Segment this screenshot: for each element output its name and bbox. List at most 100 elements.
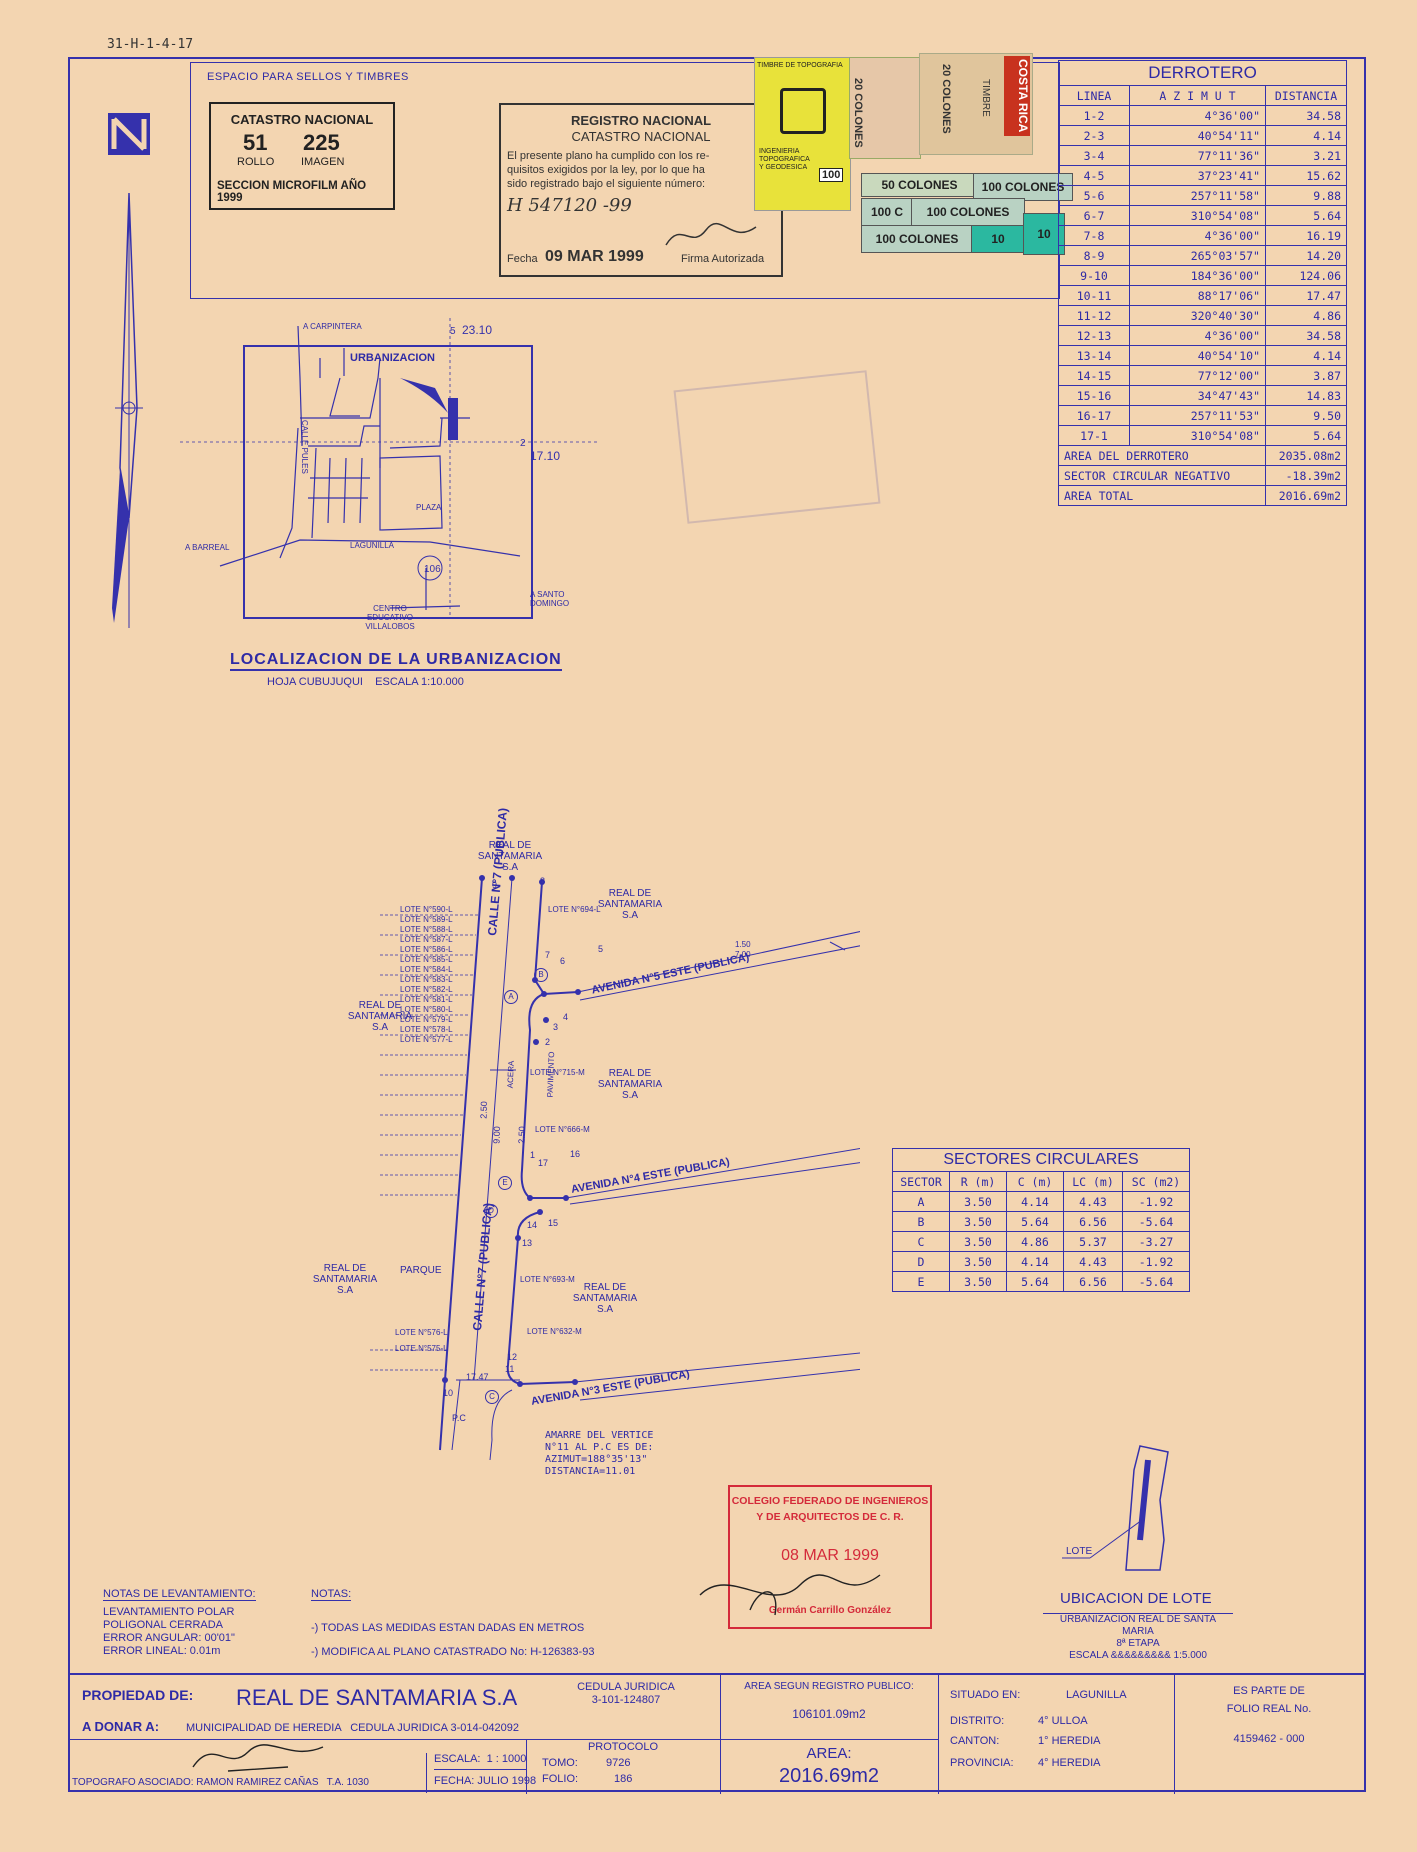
nota-line: LEVANTAMIENTO POLAR — [103, 1606, 235, 1618]
sector-chord: 5.64 — [1006, 1211, 1064, 1232]
lot-label: LOTE N°576-L — [395, 1328, 448, 1337]
vertex-number: 2 — [545, 1037, 551, 1047]
timbre-topografia: TIMBRE DE TOPOGRAFIA INGENIERIA TOPOGRAF… — [754, 57, 851, 211]
notas-levantamiento-list: LEVANTAMIENTO POLAR POLIGONAL CERRADA ER… — [103, 1606, 235, 1658]
situado-label: SITUADO EN: — [950, 1689, 1021, 1701]
colegio-date: 08 MAR 1999 — [781, 1547, 879, 1564]
nota-line: ERROR ANGULAR: 00'01" — [103, 1632, 235, 1644]
catastro-microfilm-stamp: CATASTRO NACIONAL 51 225 ROLLO IMAGEN SE… — [209, 102, 395, 210]
derrotero-linea: 4-5 — [1058, 165, 1130, 186]
lot-label: LOTE N°577-L — [400, 1035, 453, 1044]
registro-body: El presente plano ha cumplido con los re… — [507, 149, 709, 191]
timbre-emblem-icon — [780, 88, 826, 134]
dim-label: 1.50 — [735, 940, 751, 949]
distrito-label: DISTRITO: — [950, 1715, 1005, 1727]
sector-chord: 4.86 — [1006, 1231, 1064, 1252]
timbre-label: TIMBRE — [980, 79, 991, 117]
divider — [68, 1739, 720, 1740]
tomo-label: TOMO: — [542, 1757, 578, 1769]
sector-area: -5.64 — [1122, 1211, 1190, 1232]
derrotero-linea: 1-2 — [1058, 105, 1130, 126]
engineer-signature — [699, 1574, 881, 1616]
vertex-number: 13 — [522, 1238, 533, 1248]
lot-label: LOTE N°581-L — [400, 995, 453, 1004]
timbre-100-c: 100 C — [861, 198, 913, 226]
derrotero-azimut: 310°54'08" — [1129, 425, 1266, 446]
distrito-value: 4° ULLOA — [1038, 1715, 1088, 1727]
area-registro-label: AREA SEGUN REGISTRO PUBLICO: — [744, 1681, 914, 1692]
catastro-title: CATASTRO NACIONAL — [230, 112, 374, 127]
derrotero-distancia: 5.64 — [1265, 425, 1347, 446]
owner-label: REAL DE SANTAMARIA S.A — [477, 840, 543, 873]
derrotero-azimut: 88°17'06" — [1129, 285, 1266, 306]
folio-label: FOLIO: — [542, 1773, 579, 1785]
map-label: URBANIZACION — [350, 352, 435, 364]
vertex-number: 17 — [538, 1158, 549, 1168]
area-label: AREA: — [806, 1745, 852, 1762]
vertex-number: 1 — [530, 1150, 536, 1160]
derrotero-linea: 9-10 — [1058, 265, 1130, 286]
map-label: 23.10 — [462, 323, 492, 337]
sector-arc: 5.37 — [1063, 1231, 1123, 1252]
derrotero-distancia: 15.62 — [1265, 165, 1347, 186]
sector-arc: 4.43 — [1063, 1191, 1123, 1212]
derrotero-linea: 15-16 — [1058, 385, 1130, 406]
donar-value: MUNICIPALIDAD DE HEREDIA CEDULA JURIDICA… — [186, 1722, 519, 1734]
folio-real-label: ES PARTE DE — [1233, 1685, 1305, 1697]
derrotero-azimut: 40°54'11" — [1129, 125, 1266, 146]
sector-area: -1.92 — [1122, 1251, 1190, 1272]
derrotero-azimut: 77°11'36" — [1129, 145, 1266, 166]
derrotero-azimut: 257°11'58" — [1129, 185, 1266, 206]
derrotero-azimut: 320°40'30" — [1129, 305, 1266, 326]
derrotero-distancia: 9.88 — [1265, 185, 1347, 206]
amarre-line: AMARRE DEL VERTICE — [545, 1430, 654, 1441]
derrotero-table: DERROTERO LINEA A Z I M U T DISTANCIA 1-… — [1058, 60, 1347, 506]
sector-id: E — [892, 1271, 950, 1292]
derrotero-distancia: 4.14 — [1265, 345, 1347, 366]
lot-label: LOTE N°588-L — [400, 925, 453, 934]
derrotero-azimut: 310°54'08" — [1129, 205, 1266, 226]
timbre-value: 20 COLONES — [940, 64, 952, 134]
lot-label: LOTE N°580-L — [400, 1005, 453, 1014]
pavimento-label: PAVIMENTO — [545, 1051, 557, 1098]
sector-chord: 4.14 — [1006, 1251, 1064, 1272]
dim-label: 9.00 — [491, 1126, 503, 1144]
derrotero-summary-label: AREA TOTAL — [1058, 485, 1266, 506]
vertex-number: 6 — [560, 956, 566, 966]
lot-label: LOTE N°715-M — [530, 1068, 585, 1077]
sector-arc: 6.56 — [1063, 1271, 1123, 1292]
derrotero-linea: 8-9 — [1058, 245, 1130, 266]
lot-label: LOTE N°587-L — [400, 935, 453, 944]
derrotero-linea: 2-3 — [1058, 125, 1130, 146]
dim-label: 2.50 — [516, 1126, 528, 1144]
derrotero-header: A Z I M U T — [1129, 85, 1266, 106]
timbre-value: 100 — [819, 168, 844, 182]
timbre-costa-rica: 20 COLONES TIMBRE COSTA RICA — [919, 53, 1033, 155]
localizacion-title: LOCALIZACION DE LA URBANIZACION — [230, 651, 562, 671]
lot-label: LOTE N°584-L — [400, 965, 453, 974]
derrotero-linea: 12-13 — [1058, 325, 1130, 346]
derrotero-header: LINEA — [1058, 85, 1130, 106]
reference-code: 31-H-1-4-17 — [107, 37, 194, 52]
sector-id: C — [892, 1231, 950, 1252]
ubicacion-info: URBANIZACION REAL DE SANTA MARIA 8ª ETAP… — [1043, 1613, 1233, 1662]
donar-label: A DONAR A: — [82, 1719, 160, 1734]
derrotero-distancia: 124.06 — [1265, 265, 1347, 286]
map-label: A BARREAL — [185, 543, 230, 552]
vertex-number: 7 — [545, 950, 551, 960]
timbre-50-colones: 50 COLONES — [861, 173, 978, 197]
derrotero-linea: 10-11 — [1058, 285, 1130, 306]
area-cell — [720, 1675, 939, 1794]
derrotero-distancia: 14.20 — [1265, 245, 1347, 266]
firma-autorizada: Firma Autorizada — [681, 253, 765, 265]
